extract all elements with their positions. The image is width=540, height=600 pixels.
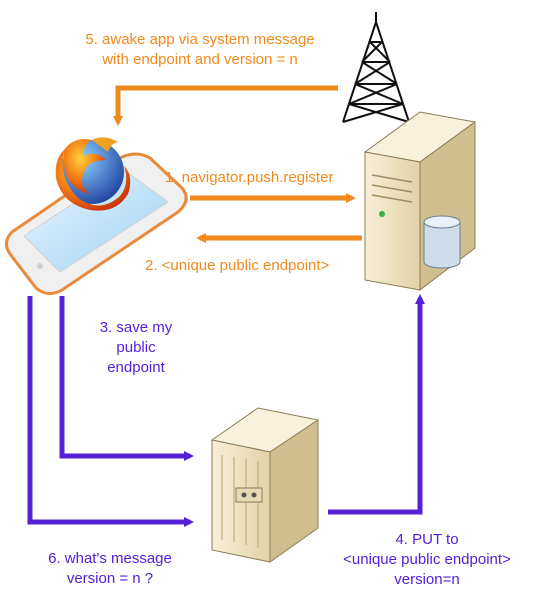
label-step4: 4. PUT to <unique public endpoint> versi… — [318, 530, 536, 590]
orange-arrows — [113, 85, 362, 243]
label-step3-line2: public — [116, 339, 156, 356]
label-step2: 2. <unique public endpoint> — [145, 257, 330, 274]
label-step5-line1: 5. awake app via system message — [85, 31, 315, 48]
label-step5-line2: with endpoint and version = n — [102, 51, 298, 68]
label-step4-line3: version=n — [394, 571, 460, 588]
label-step5: 5. awake app via system message with end… — [40, 30, 360, 70]
arrow-step3-save — [59, 296, 194, 461]
firefox-logo-icon — [55, 137, 131, 211]
arrow-step5-awake — [113, 85, 338, 126]
radio-antenna-icon — [342, 12, 410, 123]
arrow-step4-put — [328, 294, 425, 515]
label-step3-line3: endpoint — [107, 359, 165, 376]
label-step6-line2: version = n ? — [66, 570, 154, 587]
app-server-icon — [210, 407, 320, 563]
label-step4-line2: <unique public endpoint> — [343, 551, 511, 568]
label-step1: 1. navigator.push.register — [165, 169, 334, 186]
label-step6-line1: 6. what's message — [48, 550, 172, 567]
database-icon — [423, 215, 461, 269]
label-step3: 3. save my public endpoint — [76, 318, 196, 378]
label-step4-line1: 4. PUT to — [395, 531, 459, 548]
arrow-step6-query — [27, 296, 194, 527]
label-step6: 6. what's message version = n ? — [10, 549, 210, 589]
blue-arrows — [27, 294, 425, 527]
label-step3-line1: 3. save my — [99, 319, 173, 336]
